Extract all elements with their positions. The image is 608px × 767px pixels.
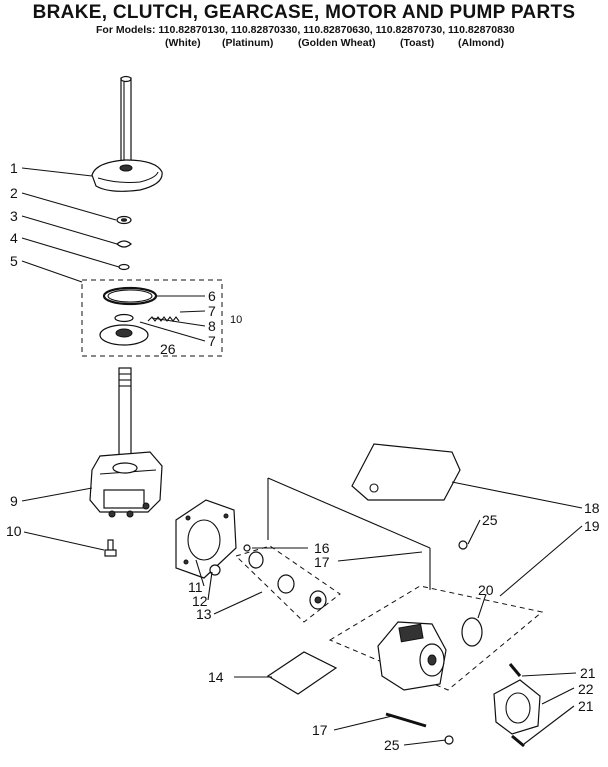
callout-7a: 7 — [208, 303, 216, 319]
part-6-clutch-ring — [102, 286, 158, 306]
callout-12: 12 — [192, 593, 208, 609]
callout-17b: 17 — [312, 722, 328, 738]
callout-4: 4 — [10, 230, 18, 246]
part-1-brake-cam — [91, 159, 163, 192]
callout-11: 11 — [188, 579, 203, 595]
part-8-spring — [147, 316, 180, 322]
part-12-plug — [209, 564, 221, 576]
part-11-pump-cover — [175, 499, 237, 579]
callout-6: 6 — [208, 288, 216, 304]
motor — [377, 621, 447, 691]
drive-shaft-lower — [118, 367, 132, 467]
callout-1: 1 — [10, 160, 18, 176]
drive-shaft-upper — [120, 75, 132, 169]
part-10-bolt — [104, 539, 117, 557]
callout-7b: 7 — [208, 333, 216, 349]
callout-10b: 10 — [6, 523, 22, 539]
part-26-clutch-base — [99, 313, 149, 346]
callout-14: 14 — [208, 669, 224, 685]
part-14-gasket — [266, 651, 338, 695]
callout-3: 3 — [10, 208, 18, 224]
callout-10a: 10 — [230, 314, 242, 326]
callout-13: 13 — [196, 606, 212, 622]
callout-16: 16 — [314, 540, 330, 556]
color-toast: (Toast) — [400, 37, 435, 49]
callout-18: 18 — [584, 500, 600, 516]
part-19-motor-box — [328, 585, 544, 691]
callout-19: 19 — [584, 518, 600, 534]
color-white: (White) — [165, 37, 201, 49]
callout-8: 8 — [208, 318, 216, 334]
part-4-ring — [118, 263, 130, 271]
part-22-pump — [493, 679, 541, 735]
part-13-pump-parts-box — [235, 545, 341, 623]
callout-17a: 17 — [314, 554, 330, 570]
callout-5: 5 — [10, 253, 18, 269]
callout-20: 20 — [478, 582, 494, 598]
callout-26: 26 — [160, 341, 176, 357]
part-9-gearcase — [89, 451, 163, 518]
models-line: For Models: 110.82870130, 110.82870330, … — [96, 24, 515, 36]
callout-22: 22 — [578, 681, 594, 697]
callout-2: 2 — [10, 185, 18, 201]
callout-21b: 21 — [578, 698, 594, 714]
color-almond: (Almond) — [458, 37, 505, 49]
callout-numbers: 1 2 3 4 5 6 7 8 7 10 26 9 10 11 12 13 14… — [6, 160, 600, 753]
callout-21a: 21 — [580, 665, 596, 681]
part-20-capacitor — [461, 617, 483, 647]
part-3-clip — [116, 240, 132, 248]
callout-9: 9 — [10, 493, 18, 509]
callout-25a: 25 — [482, 512, 498, 528]
color-golden-wheat: (Golden Wheat) — [298, 37, 376, 49]
color-platinum: (Platinum) — [222, 37, 274, 49]
page-title: BRAKE, CLUTCH, GEARCASE, MOTOR AND PUMP … — [32, 2, 576, 23]
leader-lines — [21, 167, 583, 746]
callout-25b: 25 — [384, 737, 400, 753]
part-18-panel — [351, 443, 461, 501]
